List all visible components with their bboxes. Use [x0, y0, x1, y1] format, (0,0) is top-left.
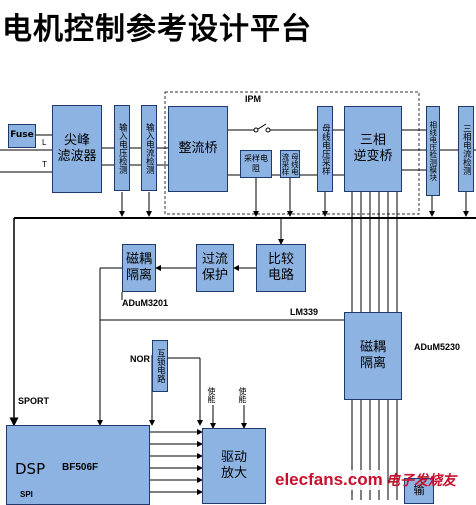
- watermark-cn: 电子发烧友: [386, 473, 456, 489]
- three-phase-inverter-block: 三相 逆变桥: [344, 106, 402, 192]
- watermark-site: elecfans.com: [272, 470, 386, 490]
- overcurrent-protect-block: 过流 保护: [196, 244, 234, 292]
- mag-isolation-large-block: 磁耦 隔离: [344, 312, 402, 400]
- bus-voltage-sampling-block: 母线电压采样: [317, 106, 333, 192]
- sport-label: SPORT: [18, 396, 50, 406]
- comparator-block: 比较 电路: [256, 244, 306, 292]
- page-title: 电机控制参考设计平台: [2, 12, 312, 47]
- enable-label-2: 使能: [238, 387, 247, 403]
- adum5230-label: ADuM5230: [414, 342, 461, 352]
- phase-voltage-detect-block: 相线电压检测模块: [426, 106, 440, 196]
- lm339-label: LM339: [290, 307, 319, 317]
- mag-isolation-small-block: 磁耦 隔离: [122, 244, 156, 292]
- ipm-label: IPM: [245, 94, 262, 104]
- l-label: L: [42, 138, 47, 147]
- rectifier-block: 整流桥: [168, 106, 228, 192]
- dsp-label: DSP: [15, 460, 46, 478]
- adum3201-label: ADuM3201: [122, 298, 169, 308]
- dsp-block: DSP: [6, 425, 150, 505]
- interlock-block: 互锁电路: [152, 340, 168, 392]
- three-phase-current-detect-block: 三相电流检测: [458, 106, 474, 192]
- sampling-resistor-block: 采样电阻: [240, 150, 272, 178]
- spike-filter-block: 尖峰 滤波器: [52, 105, 102, 193]
- input-current-detect-block: 输入电流检测: [141, 105, 157, 191]
- driver-amp-block: 驱动 放大: [202, 428, 266, 504]
- nor-label: NOR: [130, 354, 150, 364]
- bus-current-sampling-block: 母线电流采样: [280, 150, 300, 178]
- bf506f-label: BF506F: [62, 462, 99, 473]
- input-voltage-detect-block: 输入电压检测: [114, 105, 130, 191]
- spi-label: SPI: [20, 490, 33, 499]
- enable-label-1: 使能: [207, 387, 216, 403]
- t-label: T: [42, 160, 47, 169]
- fuse-block: Fuse: [8, 124, 36, 148]
